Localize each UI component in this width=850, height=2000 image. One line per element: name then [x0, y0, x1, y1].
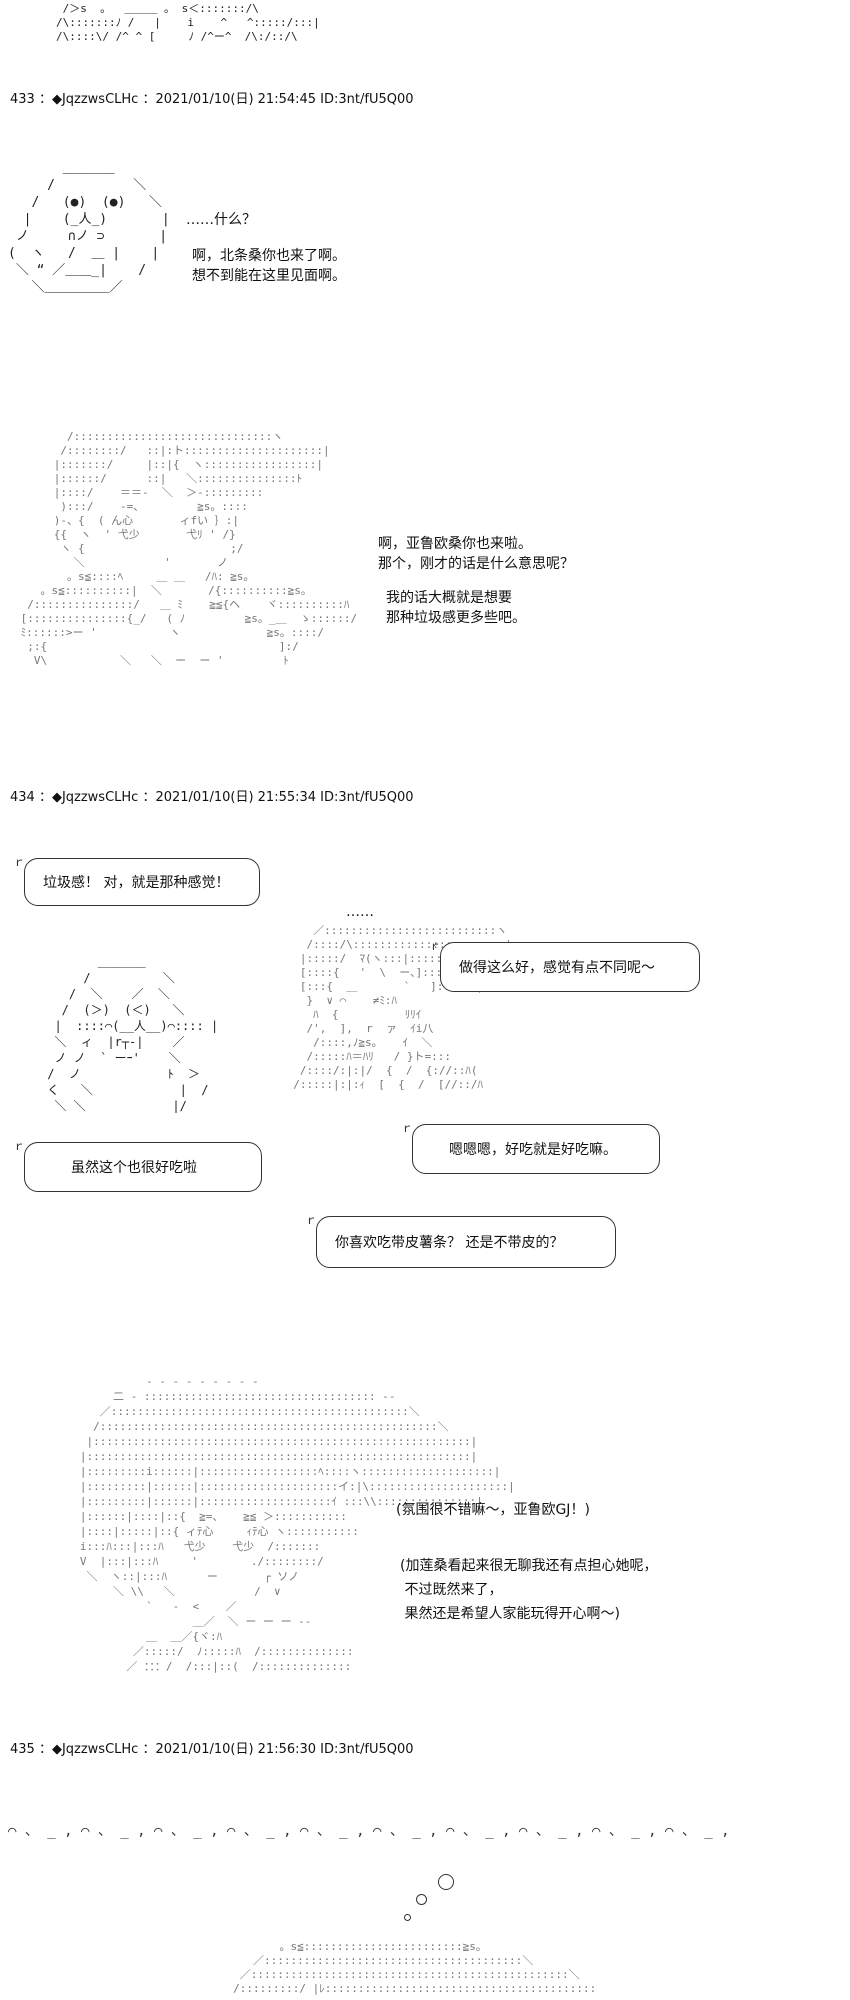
- thought-bubble-icon: [404, 1914, 411, 1921]
- dialogue-surprise: 啊，北条桑你也来了啊。 想不到能在这里见面啊。: [192, 248, 346, 284]
- character-ascii-art-433: /::::::::::::::::::::::::::::::ヽ /::::::…: [20, 430, 358, 667]
- bubble-mark-icon: ｒ: [401, 1121, 414, 1135]
- bubble-mark-icon: ｒ: [429, 939, 442, 953]
- big-face-ascii-art: ‐ ‐ ‐ ‐ ‐ ‐ ‐ ‐ ‐ 二 ‐ ::::::::::::::::::…: [79, 1375, 515, 1673]
- thought-atmosphere: (氛围很不错嘛～，亚鲁欧GJ！): [396, 1502, 590, 1518]
- thought-karen: (加莲桑看起来很无聊我还有点担心她呢， 不过既然来了， 果然还是希望人家能玩得开…: [400, 1558, 658, 1622]
- dialogue-yaruo: 啊，亚鲁欧桑你也来啦。 那个，刚才的话是什么意思呢？: [378, 536, 574, 572]
- speech-bubble-trash: ｒ 垃圾感！ 对，就是那种感觉！: [13, 855, 260, 906]
- dialogue-what: ……什么？: [186, 212, 256, 228]
- bubble-mark-icon: ｒ: [13, 1139, 26, 1153]
- bubble-mark-icon: ｒ: [13, 855, 26, 869]
- thought-bubble-icon: [438, 1874, 454, 1890]
- speech-bubble-fries: ｒ 你喜欢吃带皮薯条？ 还是不带皮的？: [305, 1213, 616, 1268]
- top-ascii-art: /＞s 。 ＿＿＿ 。 s＜:::::::/\ /\:::::::ﾉ / | i…: [56, 2, 320, 43]
- post-header-433: 433 ：◆JqzzwsCLHc ：2021/01/10(日) 21:54:45…: [10, 92, 414, 107]
- speech-bubble-tasty: ｒ 虽然这个也很好吃啦: [13, 1139, 262, 1192]
- bubble-text: 嗯嗯嗯，好吃就是好吃嘛。: [449, 1142, 617, 1158]
- dialogue-trash-feel: 我的话大概就是想要 那种垃圾感更多些吧。: [386, 590, 526, 626]
- face-ascii-art-434: ＿＿＿＿ / ＼ / ＼ ／ ＼ / (＞) (＜) ＼ | ::::⌒(__人…: [47, 955, 219, 1113]
- bubble-mark-icon: ｒ: [305, 1213, 318, 1227]
- speech-bubble-yum: ｒ 嗯嗯嗯，好吃就是好吃嘛。: [401, 1121, 660, 1174]
- bubble-text: 你喜欢吃带皮薯条？ 还是不带皮的？: [335, 1235, 564, 1251]
- bubble-text: 虽然这个也很好吃啦: [71, 1160, 197, 1176]
- thought-bubble-icon: [416, 1894, 427, 1905]
- post-header-435: 435 ：◆JqzzwsCLHc ：2021/01/10(日) 21:56:30…: [10, 1742, 414, 1757]
- face-ascii-art-433: ＿＿＿＿ / ＼ / (●) (●) ＼ | (_人_) | ノ ∩ノ ⊃ | …: [8, 161, 170, 295]
- wavy-divider: ⌒ 、 _ , ⌒ 、 _ , ⌒ 、 _ , ⌒ 、 _ , ⌒ 、 _ , …: [8, 1823, 730, 1839]
- ellipsis: ……: [346, 904, 374, 920]
- speech-bubble-different: ｒ 做得这么好，感觉有点不同呢～: [429, 939, 700, 992]
- bottom-ascii-art: 。s≦::::::::::::::::::::::::≧s。 ／::::::::…: [233, 1940, 597, 1995]
- bubble-text: 垃圾感！ 对，就是那种感觉！: [43, 875, 230, 891]
- post-header-434: 434 ：◆JqzzwsCLHc ：2021/01/10(日) 21:55:34…: [10, 790, 414, 805]
- bubble-text: 做得这么好，感觉有点不同呢～: [459, 960, 655, 976]
